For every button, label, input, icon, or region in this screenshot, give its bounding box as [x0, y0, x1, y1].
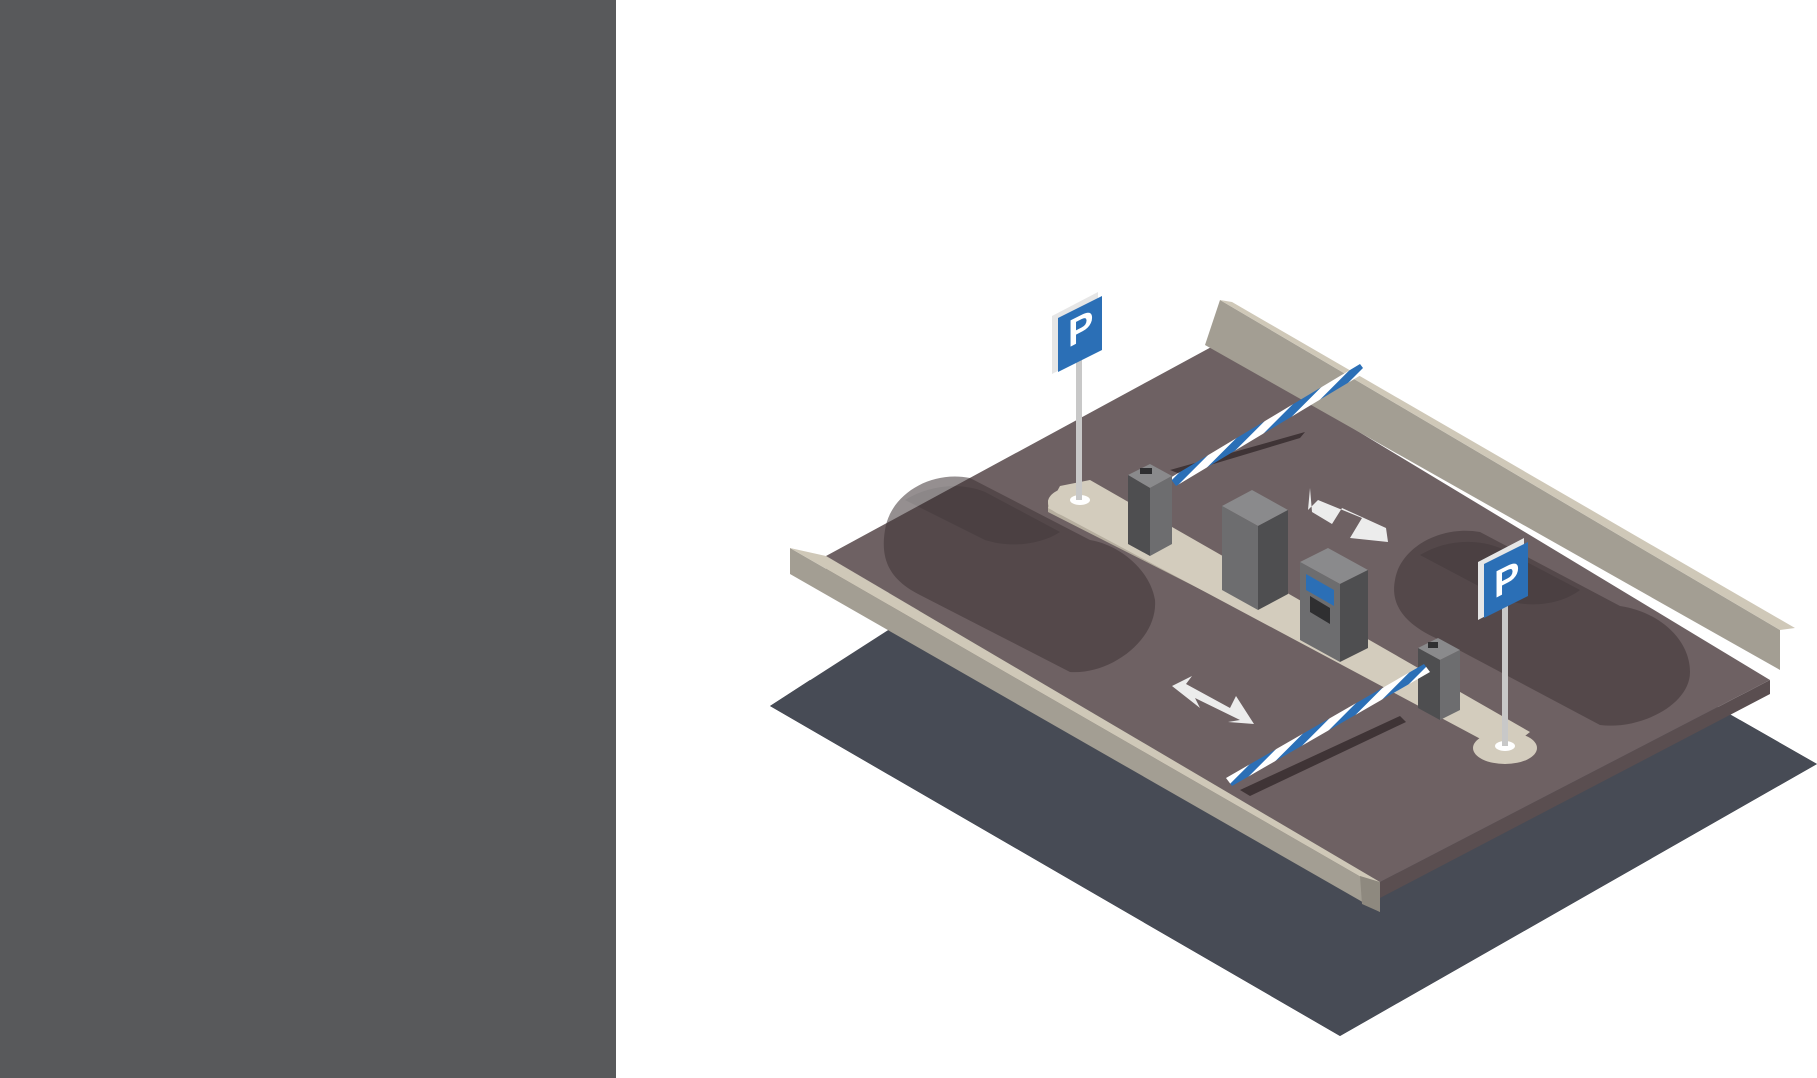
- exit-barrier-arm: [1226, 664, 1430, 786]
- asphalt-edge: [826, 556, 1770, 898]
- left-panel: [0, 0, 616, 1078]
- curb-back-side: [1205, 300, 1780, 670]
- parking-sign-right: P: [1478, 538, 1528, 620]
- curb-back-top: [1220, 300, 1795, 630]
- curb-front-end: [1360, 876, 1380, 912]
- sign-post-right: [1502, 602, 1508, 746]
- exit-terminal: [1418, 638, 1460, 720]
- cabinet: [1222, 490, 1288, 610]
- sign-post-left: [1076, 354, 1082, 500]
- parking-sign-left: P: [1052, 292, 1102, 374]
- entry-barrier-arm: [1170, 364, 1366, 486]
- ticket-dispenser: [1128, 464, 1172, 556]
- lane-line-front: [1240, 716, 1406, 796]
- direction-arrow-out: [1172, 676, 1254, 724]
- pay-station: [1300, 548, 1368, 662]
- car-left: [883, 476, 1156, 673]
- traffic-island: [1048, 480, 1530, 752]
- curb-front-top: [790, 548, 1380, 888]
- curb-front-side: [790, 548, 1380, 912]
- direction-arrow-in: [1308, 488, 1388, 542]
- pay-station-screen: [1306, 574, 1334, 606]
